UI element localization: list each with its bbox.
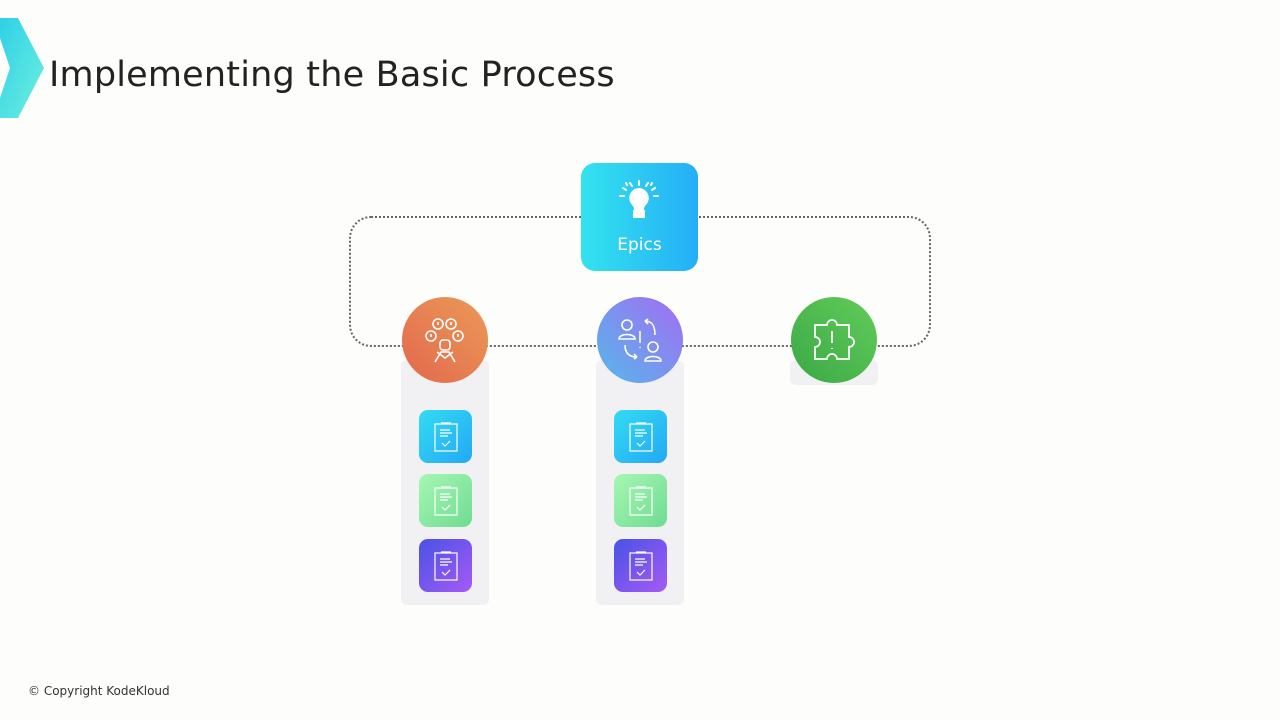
feature-node-2 bbox=[597, 297, 683, 383]
clipboard-check-icon bbox=[628, 485, 653, 516]
kodekloud-logo-chevron bbox=[0, 18, 44, 118]
clipboard-check-icon bbox=[433, 550, 458, 581]
user-exchange-icon bbox=[618, 318, 662, 362]
epics-label: Epics bbox=[617, 235, 662, 255]
page-title: Implementing the Basic Process bbox=[49, 55, 615, 95]
clipboard-check-icon bbox=[433, 421, 458, 452]
feature-node-3 bbox=[791, 297, 877, 383]
epics-node: Epics bbox=[581, 163, 698, 271]
task-card bbox=[614, 410, 667, 463]
task-card bbox=[614, 474, 667, 527]
task-card bbox=[419, 410, 472, 463]
lightbulb-icon bbox=[619, 180, 659, 218]
people-feedback-icon bbox=[425, 318, 464, 363]
clipboard-check-icon bbox=[628, 550, 653, 581]
copyright-footer: © Copyright KodeKloud bbox=[28, 684, 170, 698]
task-card bbox=[419, 474, 472, 527]
task-card bbox=[419, 539, 472, 592]
clipboard-check-icon bbox=[628, 421, 653, 452]
feature-node-1 bbox=[402, 297, 488, 383]
task-card bbox=[614, 539, 667, 592]
puzzle-alert-icon bbox=[814, 319, 855, 360]
clipboard-check-icon bbox=[433, 485, 458, 516]
